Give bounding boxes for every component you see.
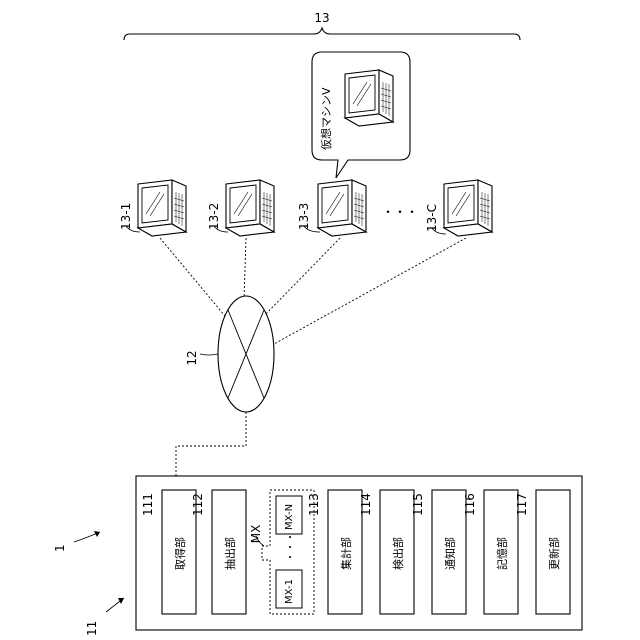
machine-13-3: 13-3 xyxy=(297,180,366,236)
block-label: 記憶部 xyxy=(495,537,509,570)
machine-13-2: 13-2 xyxy=(207,180,274,236)
mx-ref: MX xyxy=(249,525,263,544)
laptop-icon xyxy=(138,180,186,236)
block-ref: 117 xyxy=(515,493,529,516)
vm-label: 仮想マシンV xyxy=(319,87,333,150)
block-label: 抽出部 xyxy=(223,537,237,570)
vm-callout: 仮想マシンV xyxy=(312,52,410,178)
laptop-icon xyxy=(444,180,492,236)
block-label: 取得部 xyxy=(173,537,187,570)
laptop-icon xyxy=(318,180,366,236)
machine-ref: 13-1 xyxy=(119,203,133,230)
network-links xyxy=(160,238,466,344)
block-ref: 111 xyxy=(141,493,155,516)
block-label: 検出部 xyxy=(391,537,405,570)
machine-ref: 13-2 xyxy=(207,203,221,230)
block-ref: 113 xyxy=(307,493,321,516)
block-label: 集計部 xyxy=(339,537,353,570)
system-ref: 1 xyxy=(53,544,67,552)
machine-ref: 13-C xyxy=(425,204,439,232)
virtual-machine-icon xyxy=(345,70,393,126)
block-ref: 116 xyxy=(463,493,477,516)
group-brace: 13 xyxy=(124,11,520,40)
block-label: 更新部 xyxy=(547,537,561,570)
group-ref: 13 xyxy=(314,11,329,25)
machine-ref: 13-3 xyxy=(297,203,311,230)
block-label: 通知部 xyxy=(443,537,457,570)
mx-ellipsis: ・・・ xyxy=(286,532,297,562)
block-ref: 114 xyxy=(359,493,373,516)
block-ref: 115 xyxy=(411,493,425,516)
mx-last: MX-N xyxy=(284,504,295,530)
mx-first: MX-1 xyxy=(284,579,295,604)
network: 12 xyxy=(185,296,274,412)
machines-ellipsis: ・・・ xyxy=(382,205,418,219)
laptop-icon xyxy=(226,180,274,236)
server-ref: 11 xyxy=(85,621,99,636)
machine-13-1: 13-1 xyxy=(119,180,186,236)
system-ref-group: 1 xyxy=(53,531,100,552)
machine-13-C: 13-C xyxy=(425,180,492,236)
network-ref: 12 xyxy=(185,350,199,365)
block-ref: 112 xyxy=(191,493,205,516)
